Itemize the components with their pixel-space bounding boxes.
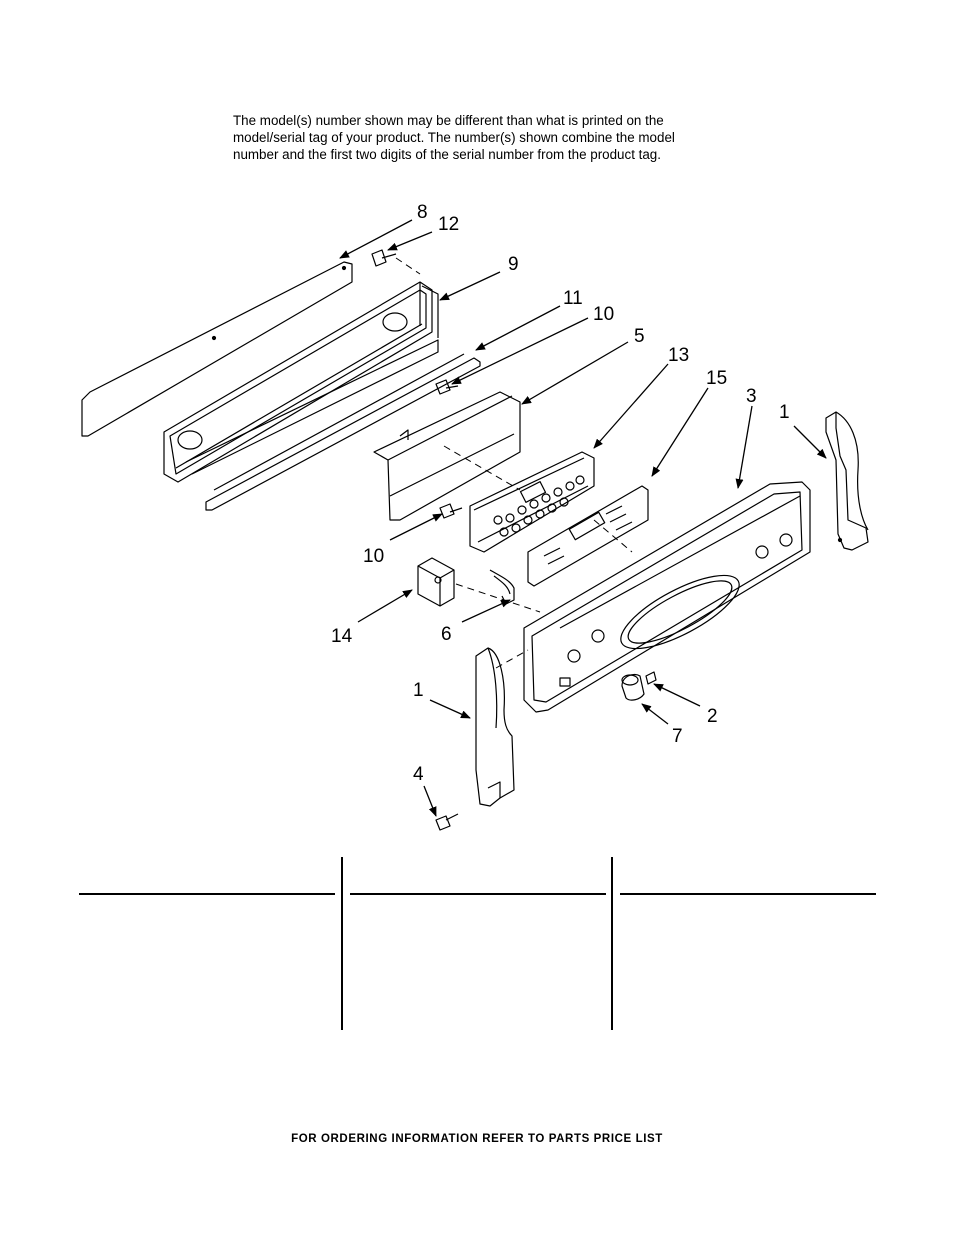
part-2-screw: [645, 671, 657, 685]
callout-13: 13: [668, 345, 689, 366]
part-7-knob: [621, 673, 645, 701]
leader-arrows: [339, 219, 827, 817]
part-8-trim-strip: [81, 261, 353, 437]
callout-2: 2: [707, 706, 718, 727]
part-14-switch: [417, 557, 455, 607]
callout-5: 5: [634, 326, 645, 347]
part-10-screw-lower: [439, 503, 463, 519]
callout-1-right: 1: [779, 402, 790, 423]
part-4-screw: [435, 813, 459, 831]
note-line-1: The model(s) number shown may be differe…: [233, 113, 664, 128]
model-number-note: The model(s) number shown may be differe…: [233, 112, 753, 163]
part-12-screw: [371, 249, 397, 267]
callout-6: 6: [441, 624, 452, 645]
part-9-back-panel: [163, 281, 439, 483]
callout-8: 8: [417, 202, 428, 223]
note-line-2: model/serial tag of your product. The nu…: [233, 130, 675, 145]
parts-column-divider-1: [341, 857, 343, 1030]
callout-10-lower: 10: [363, 546, 384, 567]
part-1-left-side-trim: [475, 647, 515, 807]
part-6-wire-harness: [489, 569, 515, 605]
callout-3: 3: [746, 386, 757, 407]
callout-4: 4: [413, 764, 424, 785]
part-1-right-side-trim: [825, 411, 869, 551]
part-10-screw-upper: [435, 379, 459, 395]
callout-10-upper: 10: [593, 304, 614, 325]
parts-column-2-rule: [350, 893, 606, 895]
callout-14: 14: [331, 626, 353, 647]
callout-15: 15: [706, 368, 727, 389]
part-5-control-bracket: [373, 391, 521, 521]
note-line-3: number and the first two digits of the s…: [233, 147, 661, 162]
parts-column-3-rule: [620, 893, 876, 895]
alignment-lines: [395, 257, 633, 669]
part-3-console-panel: [523, 481, 811, 713]
callout-9: 9: [508, 254, 519, 275]
parts-column-divider-2: [611, 857, 613, 1030]
parts-column-1-rule: [79, 893, 335, 895]
callout-numbers: 8 12 9 11 10 5 13 15 3 1 10 14 6 1 2 7 4: [331, 202, 790, 785]
part-13-control-board: [469, 451, 595, 553]
ordering-info-footer: FOR ORDERING INFORMATION REFER TO PARTS …: [291, 1133, 663, 1145]
callout-11: 11: [563, 288, 583, 309]
callout-1-left: 1: [413, 680, 424, 701]
part-11-strip: [205, 353, 481, 511]
callout-7: 7: [672, 726, 683, 747]
part-15-keypad-overlay: [527, 485, 649, 587]
callout-12: 12: [438, 214, 459, 235]
